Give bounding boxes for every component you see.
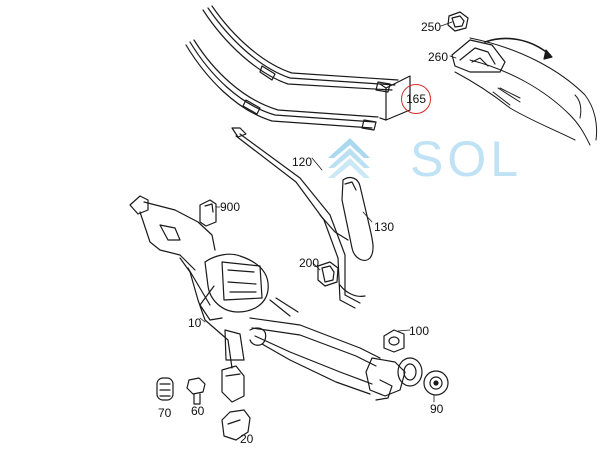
callout-70: 70	[158, 406, 172, 420]
part-120-wiper-arm	[231, 127, 366, 309]
part-60-bolt	[186, 377, 206, 405]
part-90-cap	[423, 370, 449, 396]
part-10-linkage	[129, 195, 406, 401]
part-260-cover	[451, 37, 553, 73]
callout-120: 120	[292, 155, 313, 169]
callout-260: 260	[428, 50, 449, 64]
part-200-nut	[317, 261, 339, 287]
part-250-nut	[447, 11, 469, 32]
callout-165: 165	[406, 92, 427, 106]
wiper-blade-upper	[202, 5, 399, 93]
callout-900: 900	[220, 200, 241, 214]
callout-100: 100	[409, 324, 430, 338]
part-bracket-lower	[221, 365, 251, 441]
callout-130: 130	[374, 220, 395, 234]
pivot-ring	[397, 357, 423, 387]
leader-lines	[199, 21, 457, 403]
part-70-plug	[156, 377, 174, 401]
part-130-cap	[341, 176, 374, 261]
highlight-ring-165	[401, 84, 431, 114]
sol-watermark-logo	[328, 138, 370, 178]
callout-200: 200	[299, 256, 320, 270]
wiper-blade-lower	[185, 39, 379, 131]
callout-250: 250	[421, 20, 442, 34]
car-body-outline	[454, 37, 598, 146]
part-900-bracket	[199, 199, 217, 227]
part-100-washer	[383, 329, 405, 353]
callout-60: 60	[191, 404, 205, 418]
watermark-text: SOL	[410, 131, 523, 187]
callout-90: 90	[430, 402, 444, 416]
callout-10: 10	[188, 316, 202, 330]
callout-20: 20	[240, 432, 254, 446]
